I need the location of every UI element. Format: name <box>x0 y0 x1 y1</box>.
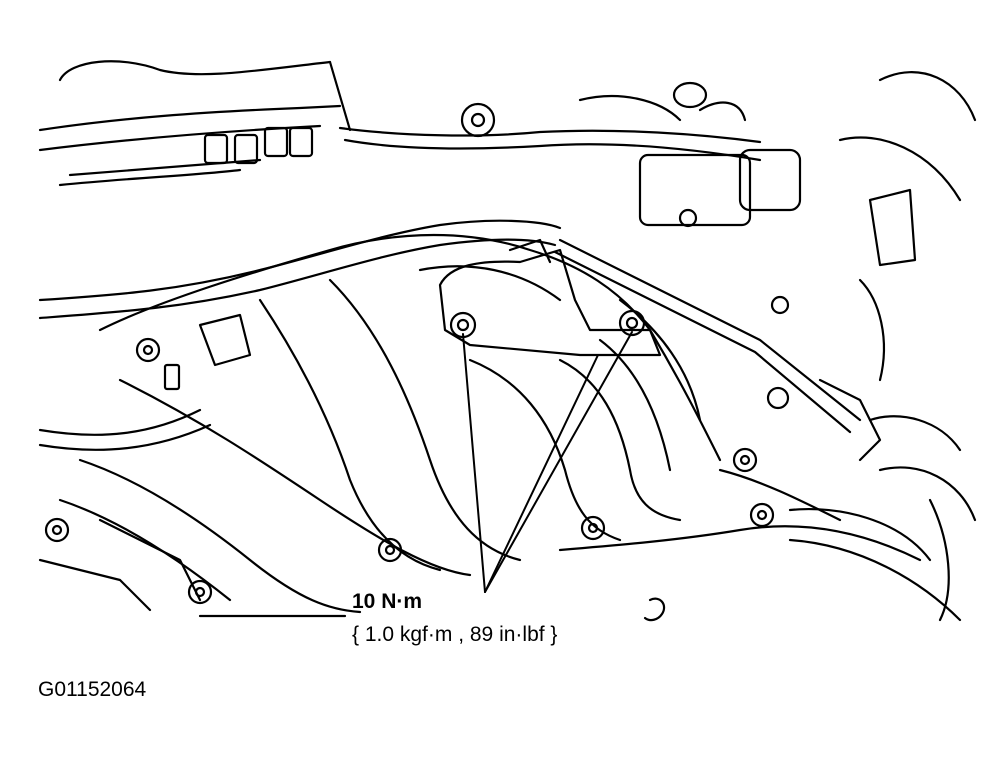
bolt-a <box>135 337 161 363</box>
bolt-i <box>770 295 790 315</box>
misc-parts <box>38 278 977 622</box>
bolt-c <box>580 515 606 541</box>
bolt-d <box>377 537 403 563</box>
bolts <box>44 208 790 605</box>
torque-alternate-units-label: { 1.0 kgf·m , 89 in·lbf } <box>352 623 558 646</box>
bolt-h <box>678 208 698 228</box>
figure-id-label: G01152064 <box>38 678 147 701</box>
bracket <box>198 238 662 367</box>
bolt-right-bracket <box>618 309 646 337</box>
upper-hoses <box>38 60 977 202</box>
bolt-e <box>749 502 775 528</box>
intake-manifold <box>58 233 922 614</box>
torque-value-label: 10 N·m <box>352 590 423 613</box>
bolt-b <box>732 447 758 473</box>
bolt-j <box>766 386 790 410</box>
callout-leaders <box>462 331 633 593</box>
wire-harness <box>38 219 862 451</box>
bolt-f <box>44 517 70 543</box>
top-connectors <box>203 81 917 267</box>
